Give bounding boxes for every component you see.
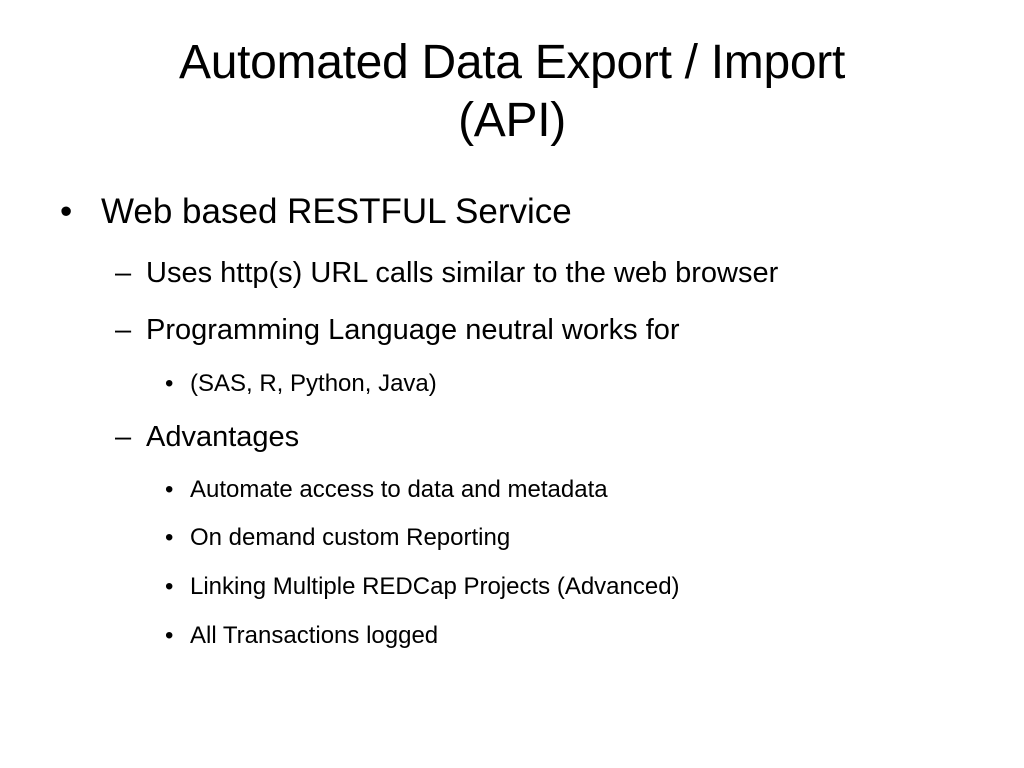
subsubbullet-text: Linking Multiple REDCap Projects (Advanc… — [190, 573, 680, 600]
subbullet-text: Uses http(s) URL calls similar to the we… — [146, 257, 779, 289]
bullet-dot-icon: • — [165, 524, 174, 551]
dash-icon: – — [115, 257, 132, 289]
bullet-dot-icon: • — [60, 192, 73, 231]
dash-icon: – — [115, 314, 132, 346]
slide-title-line-1: Automated Data Export / Import — [179, 36, 845, 89]
subsubbullet-text: Automate access to data and metadata — [190, 476, 608, 503]
bullet-dot-icon: • — [165, 476, 174, 503]
slide-title-line-2: (API) — [458, 94, 566, 147]
bullet-text: Web based RESTFUL Service — [101, 192, 572, 231]
slide-title: Automated Data Export / Import (API) — [60, 34, 964, 150]
bullet-dot-icon: • — [165, 370, 174, 397]
subsubbullet-text: (SAS, R, Python, Java) — [190, 370, 437, 397]
bullet-dot-icon: • — [165, 573, 174, 600]
dash-icon: – — [115, 421, 132, 453]
bullet-dot-icon: • — [165, 622, 174, 649]
subbullet-text: Advantages — [146, 421, 300, 453]
subsubbullet-text: All Transactions logged — [190, 622, 439, 649]
subsubbullet-text: On demand custom Reporting — [190, 524, 511, 551]
subbullet-text: Programming Language neutral works for — [146, 314, 680, 346]
